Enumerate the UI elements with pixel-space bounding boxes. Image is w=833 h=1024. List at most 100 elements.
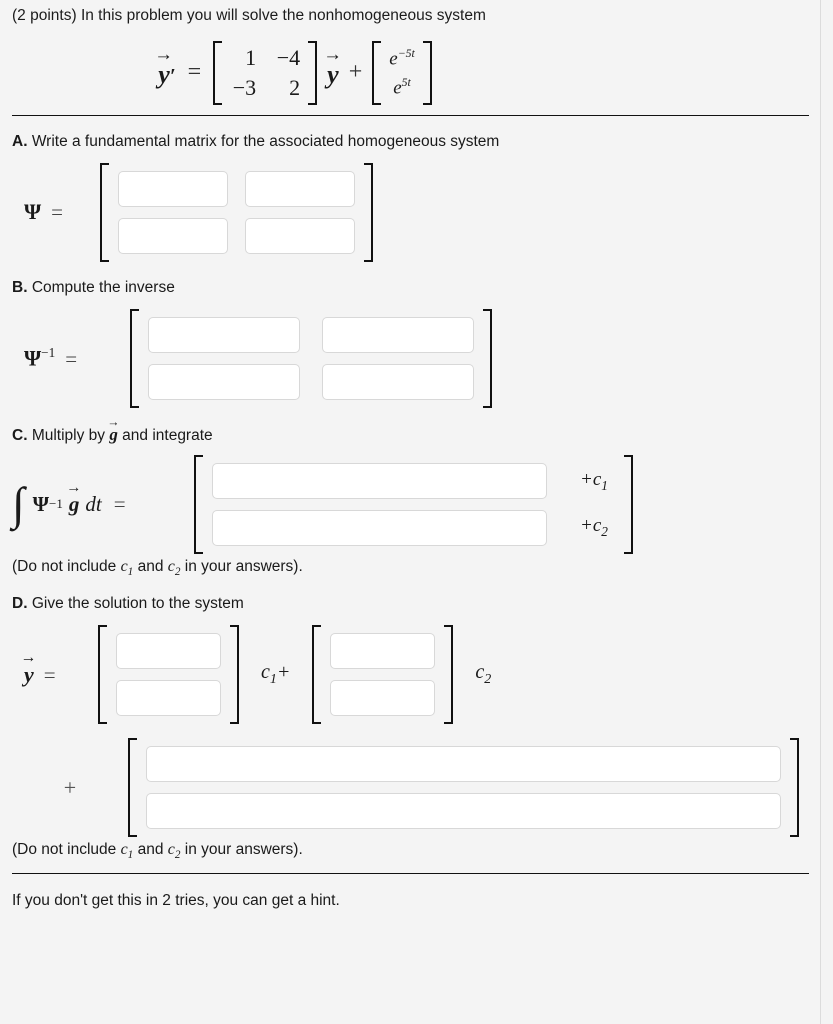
section-c-heading: C. Multiply by g and integrate xyxy=(12,425,808,445)
hint-text: If you don't get this in 2 tries, you ca… xyxy=(12,892,340,910)
integrand-g: g xyxy=(69,492,80,517)
matrix-cell-a11: 1 xyxy=(245,44,257,70)
note-d-c2: c2 xyxy=(167,841,181,862)
coefficient-matrix: 1 −4 −3 2 xyxy=(222,41,308,105)
forcing-row-1: e−5t xyxy=(389,46,415,69)
section-b-left-bracket xyxy=(130,308,139,408)
section-d-heading: D. Give the solution to the system xyxy=(12,595,808,613)
matrix-cell-a22: 2 xyxy=(289,74,301,100)
forcing-vector: e−5t e5t xyxy=(381,43,423,104)
forcing-left-bracket xyxy=(372,40,382,105)
note-c-mid: and xyxy=(133,557,168,575)
matrix-cell-a12: −4 xyxy=(276,44,301,70)
section-a-heading: A. Write a fundamental matrix for the as… xyxy=(12,133,808,151)
section-c-title-before: Multiply by xyxy=(31,426,106,444)
equation-lhs: y′ xyxy=(158,56,175,90)
input-solution-v3-row2[interactable] xyxy=(146,793,781,830)
prime-mark: ′ xyxy=(169,64,176,88)
section-c-constants: +c1 +c2 xyxy=(556,469,624,541)
section-d-vector2-right-bracket xyxy=(444,625,454,725)
note-d-mid: and xyxy=(133,841,168,859)
section-c-left-bracket xyxy=(194,454,203,554)
section-a-matrix-inputs xyxy=(109,163,364,262)
y-prime-symbol: y xyxy=(158,60,170,90)
section-c-letter: C. xyxy=(12,426,28,444)
section-a-answer-row: Ψ= xyxy=(12,162,808,262)
section-d-vector3-left-bracket xyxy=(128,738,137,838)
section-b-right-bracket xyxy=(483,308,492,408)
note-c-c2: c2 xyxy=(167,557,181,579)
note-d-prefix: (Do not include xyxy=(12,841,121,859)
input-psi-inv-12[interactable] xyxy=(322,316,474,353)
input-psi-21[interactable] xyxy=(118,217,228,254)
section-c-equals: = xyxy=(113,491,126,516)
input-integral-row-2[interactable] xyxy=(212,509,547,546)
note-d-suffix: in your answers). xyxy=(180,841,303,859)
section-d-vector2-inputs xyxy=(321,625,444,724)
input-psi-inv-21[interactable] xyxy=(148,363,300,400)
integrand-psi-exponent: −1 xyxy=(49,496,63,512)
note-c-suffix: in your answers). xyxy=(180,557,303,575)
section-d-vector1-left-bracket xyxy=(98,625,107,725)
section-d-vector2-left-bracket xyxy=(312,625,322,725)
section-c-title-after: and integrate xyxy=(122,426,213,444)
input-solution-v2-row1[interactable] xyxy=(330,633,436,670)
input-solution-v2-row2[interactable] xyxy=(330,680,436,717)
section-a-title: Write a fundamental matrix for the assoc… xyxy=(31,132,500,150)
section-b-letter: B. xyxy=(12,278,28,296)
section-a-letter: A. xyxy=(12,132,28,150)
section-c-right-bracket xyxy=(624,454,633,554)
section-d-note: (Do not include c1 and c2 in your answer… xyxy=(12,841,808,861)
equals-sign: = xyxy=(187,59,202,86)
integral-icon: ∫ xyxy=(12,478,25,530)
section-d-title: Give the solution to the system xyxy=(31,595,244,613)
input-solution-v3-row1[interactable] xyxy=(146,746,781,783)
input-integral-row-1[interactable] xyxy=(212,462,547,499)
section-d-letter: D. xyxy=(12,595,28,613)
section-d-vector3-right-bracket xyxy=(790,738,799,838)
plus-sign: + xyxy=(348,59,363,86)
section-a-left-bracket xyxy=(100,162,109,262)
multiplier-c1-plus: c1+ xyxy=(261,661,291,688)
section-c-inputs xyxy=(203,455,556,554)
input-solution-v1-row2[interactable] xyxy=(116,680,221,717)
forcing-row-2: e5t xyxy=(393,75,411,99)
input-psi-inv-11[interactable] xyxy=(148,316,300,353)
section-b-answer-row: Ψ−1= xyxy=(12,308,808,408)
section-d-vector1-right-bracket xyxy=(230,625,239,725)
section-b-matrix-inputs xyxy=(139,309,483,408)
section-d-vector1-inputs xyxy=(107,625,230,724)
input-psi-22[interactable] xyxy=(245,217,355,254)
forcing-right-bracket xyxy=(422,40,432,105)
input-solution-v1-row1[interactable] xyxy=(116,633,221,670)
points-label: (2 points) xyxy=(12,7,77,24)
section-d-particular-row: + xyxy=(12,738,808,838)
note-d-c1: c1 xyxy=(120,841,134,862)
input-psi-inv-22[interactable] xyxy=(322,363,474,400)
problem-intro-text: In this problem you will solve the nonho… xyxy=(80,7,486,24)
multiplier-c2: c2 xyxy=(475,661,492,688)
integrand-psi: Ψ xyxy=(32,491,49,516)
problem-statement: (2 points) In this problem you will solv… xyxy=(12,0,808,27)
integrand-dt: dt xyxy=(85,491,102,516)
section-c-answer-row: ∫ Ψ−1 g dt = +c1 +c2 xyxy=(12,454,808,554)
psi-label: Ψ= xyxy=(24,199,63,225)
psi-inverse-label: Ψ−1= xyxy=(24,345,78,371)
section-d-vector3-inputs xyxy=(137,738,790,837)
input-psi-11[interactable] xyxy=(118,170,228,207)
integral-expression: ∫ Ψ−1 g dt = xyxy=(12,478,194,530)
matrix-left-bracket xyxy=(213,40,223,105)
note-c-prefix: (Do not include xyxy=(12,557,121,575)
input-psi-12[interactable] xyxy=(245,170,355,207)
section-d-answer-row: y= c1+ c2 xyxy=(12,625,808,725)
matrix-right-bracket xyxy=(308,40,318,105)
system-equation: y′ = 1 −4 −3 2 y + e−5t e5t xyxy=(12,40,808,105)
section-a-right-bracket xyxy=(364,162,373,262)
y-solution-label: y= xyxy=(12,662,98,688)
g-vector-symbol: g xyxy=(109,425,118,445)
y-vector-symbol: y xyxy=(327,56,339,90)
section-d-plus-sign: + xyxy=(63,774,77,800)
matrix-cell-a21: −3 xyxy=(232,74,257,100)
divider-top xyxy=(12,114,809,116)
section-b-heading: B. Compute the inverse xyxy=(12,279,808,297)
